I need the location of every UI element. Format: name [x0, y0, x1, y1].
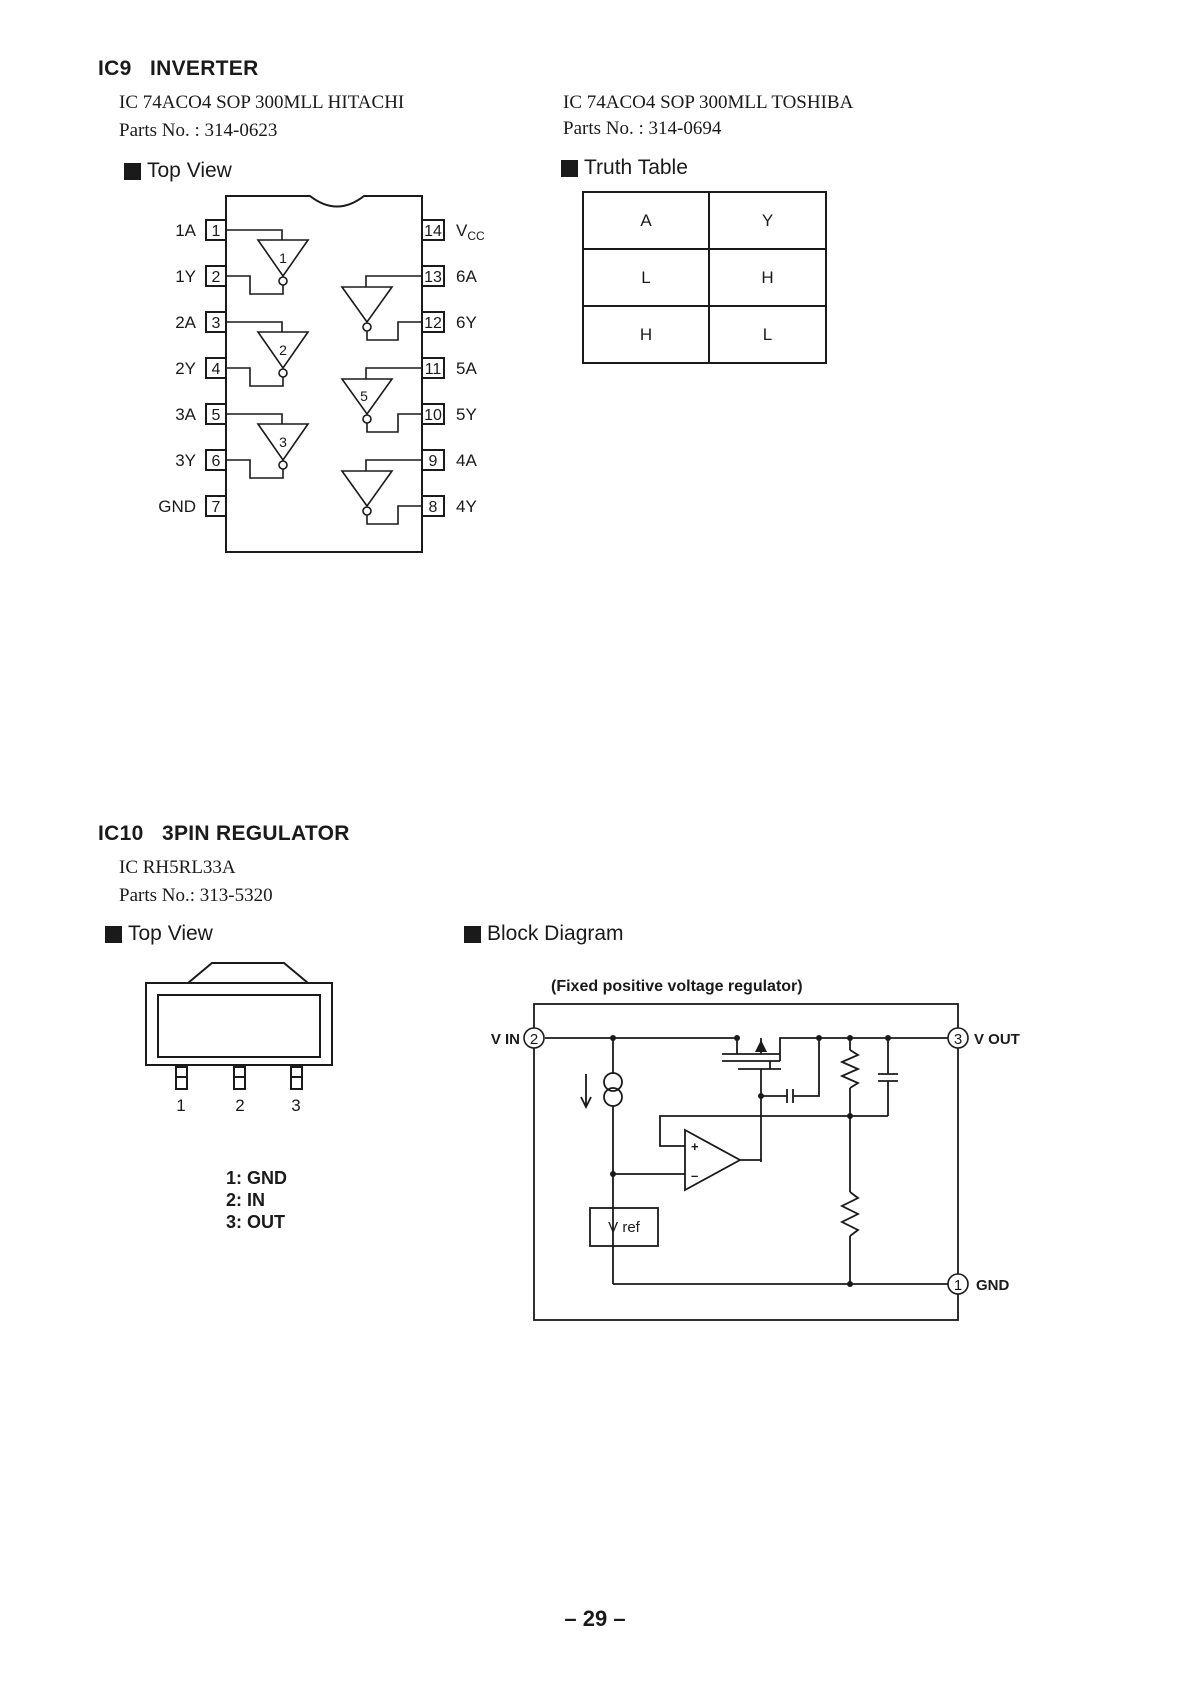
pin-name: 1Y [175, 267, 196, 286]
vin-terminal [523, 1027, 545, 1049]
block-diagram-caption: (Fixed positive voltage regulator) [551, 978, 803, 995]
ic9-title: IC9 INVERTER [98, 57, 259, 80]
ic10-part: IC RH5RL33A [119, 857, 236, 878]
ic10-parts-no: Parts No.: 313-5320 [119, 885, 273, 906]
regulator-frame [533, 1003, 959, 1321]
pin-name: 5Y [456, 405, 477, 424]
pin-number: 8 [429, 499, 438, 516]
table-header-y: Y [708, 191, 827, 250]
ic9-toshiba-parts-no: Parts No. : 314-0694 [563, 118, 722, 139]
pin-number: 13 [424, 269, 442, 286]
ic10-top-view-heading: Top View [105, 922, 213, 946]
pin-box-right [421, 219, 445, 241]
vout-label: V OUT [974, 1031, 1020, 1048]
ic9-truth-table-label: Truth Table [584, 156, 688, 179]
pin-number: 2 [212, 269, 221, 286]
table-row: H L [582, 305, 827, 364]
page-number: – 29 – [564, 1606, 626, 1631]
pin-name: 1A [175, 221, 196, 240]
gnd-pin-number: 1 [954, 1277, 962, 1294]
gate-label-1: 1 [279, 250, 287, 266]
vref-label: V ref [608, 1219, 641, 1236]
pin-number: 10 [424, 407, 442, 424]
table-header-row: A Y [582, 191, 827, 250]
vout-terminal [947, 1027, 969, 1049]
vin-pin-number: 2 [530, 1031, 538, 1048]
pin-name: 3A [175, 405, 196, 424]
pin-legend-item: 2: IN [226, 1190, 266, 1210]
ic9-truth-table-heading: Truth Table [561, 156, 688, 180]
table-cell: H [708, 248, 827, 307]
table-row: L H [582, 248, 827, 307]
table-cell: L [708, 305, 827, 364]
pin-number: 12 [424, 315, 442, 332]
ic9-top-view-heading: Top View [124, 159, 232, 183]
gnd-label: GND [976, 1277, 1010, 1294]
pin-name: 3Y [175, 451, 196, 470]
gate-label-2: 2 [279, 342, 287, 358]
vout-pin-number: 3 [954, 1031, 962, 1048]
ic10-package-diagram: 1 2 3 [145, 962, 333, 1115]
ic9-truth-table: A Y L H H L [582, 191, 827, 364]
pin-name: 6Y [456, 313, 477, 332]
ic9-package-outline [225, 195, 423, 553]
pin-number: 1 [212, 223, 221, 240]
gate-label-3: 3 [279, 434, 287, 450]
ic10-top-view-label: Top View [128, 922, 213, 945]
opamp-plus: + [691, 1139, 699, 1154]
package-pin-number: 2 [235, 1096, 244, 1115]
pin-number: 9 [429, 453, 438, 470]
pin-box-left [205, 495, 227, 517]
pin-name: VCC [456, 221, 485, 243]
pin-name: 2Y [175, 359, 196, 378]
ic9-toshiba-part: IC 74ACO4 SOP 300MLL TOSHIBA [563, 92, 854, 113]
ic10-pin-legend: 1: GND 2: IN 3: OUT [226, 1167, 287, 1233]
regulator-block-diagram: 2 3 1 V IN V OUT GND V ref + – [491, 1003, 1020, 1321]
pin-number: 14 [424, 223, 442, 240]
vin-label: V IN [491, 1031, 520, 1048]
ic9-hitachi-part: IC 74ACO4 SOP 300MLL HITACHI [119, 92, 405, 113]
package-pin-number: 1 [176, 1096, 185, 1115]
gate-label-5: 5 [360, 388, 368, 404]
package-pin-number: 3 [291, 1096, 300, 1115]
gnd-terminal [947, 1273, 969, 1295]
square-bullet-icon [105, 925, 122, 943]
ic9-top-view-label: Top View [147, 159, 232, 182]
ic10-title: IC10 3PIN REGULATOR [98, 822, 350, 845]
table-header-a: A [582, 191, 710, 250]
pin-name: GND [158, 497, 196, 516]
table-cell: L [582, 248, 710, 307]
pin-number: 6 [212, 453, 221, 470]
pin-name: 4Y [456, 497, 477, 516]
ic9-hitachi-parts-no: Parts No. : 314-0623 [119, 120, 278, 141]
ic10-block-diagram-heading: Block Diagram [464, 922, 624, 946]
square-bullet-icon [124, 162, 141, 180]
ic9-pinout-diagram: 1 2 3 5 1 1A 2 1Y 3 2A 4 2Y 5 3A 6 3Y 7 GND 14 VCC 13 6A 1… [158, 195, 485, 553]
table-cell: H [582, 305, 710, 364]
pin-name: 6A [456, 267, 477, 286]
pin-name: 2A [175, 313, 196, 332]
pin-number: 5 [212, 407, 221, 424]
pin-number: 7 [212, 499, 221, 516]
pin-name: 5A [456, 359, 477, 378]
pin-number: 3 [212, 315, 221, 332]
square-bullet-icon [561, 159, 578, 177]
square-bullet-icon [464, 925, 481, 943]
pin-name: 4A [456, 451, 477, 470]
pin-legend-item: 3: OUT [226, 1212, 286, 1232]
pin-number: 11 [425, 361, 442, 378]
pin-legend-item: 1: GND [226, 1168, 288, 1188]
opamp-minus: – [691, 1168, 698, 1183]
ic10-block-diagram-label: Block Diagram [487, 922, 624, 945]
pin-number: 4 [212, 361, 221, 378]
